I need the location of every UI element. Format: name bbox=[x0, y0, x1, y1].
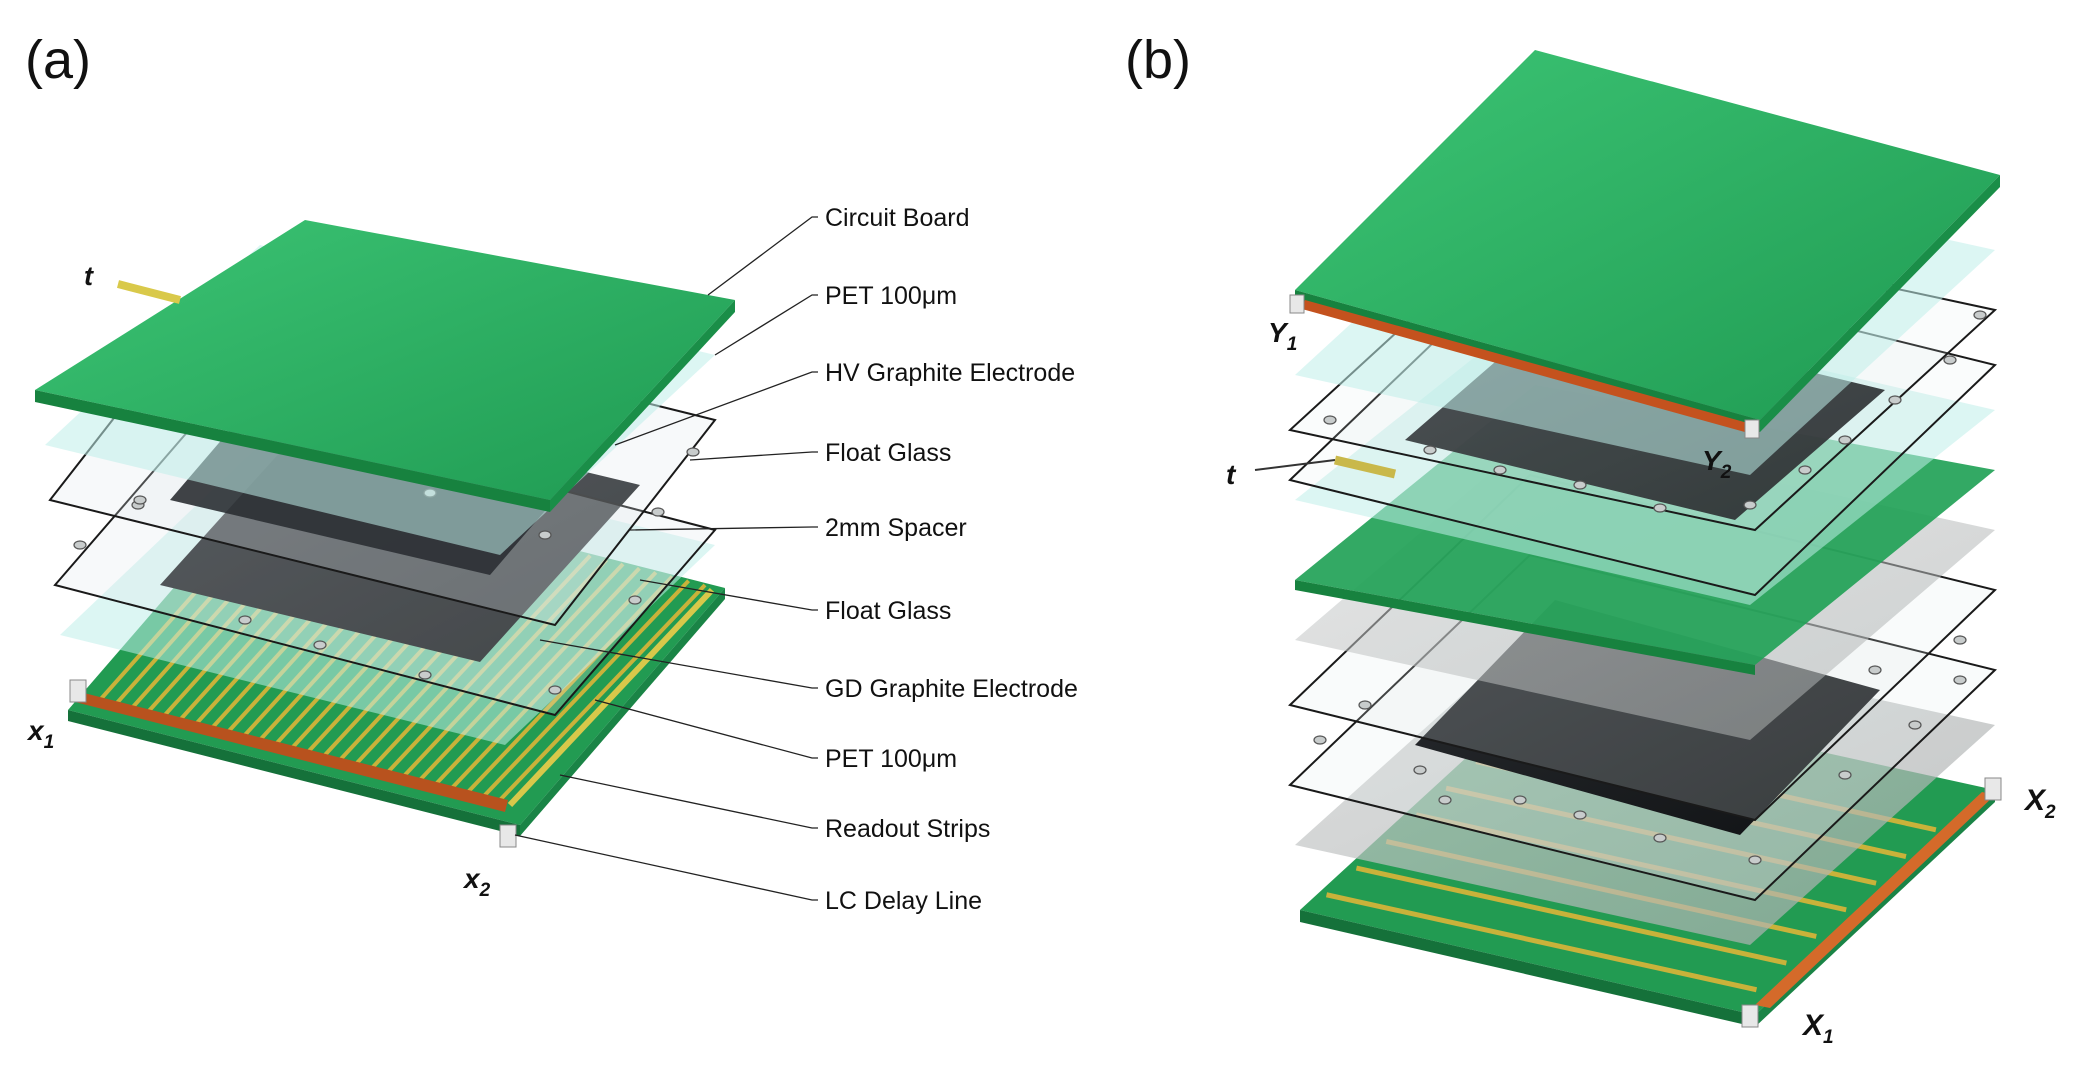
panel-a-x1-label: x1 bbox=[26, 715, 54, 753]
panel-b-x1-label: X1 bbox=[1801, 1009, 1834, 1048]
panel-a-lc-delay-line bbox=[75, 692, 508, 812]
spacer-dot bbox=[1493, 465, 1507, 475]
panel-b-y2-connector bbox=[1744, 419, 1760, 439]
panel-b-label: (b) bbox=[1125, 30, 1191, 90]
panel-a-circuit-board bbox=[35, 220, 735, 512]
callout-readout-strips: Readout Strips bbox=[825, 815, 990, 843]
panel-a-callouts: Circuit Board PET 100μm HV Graphite Elec… bbox=[514, 204, 1078, 915]
readout-strip bbox=[1325, 892, 1758, 993]
panel-b-x1-connector bbox=[1741, 1004, 1759, 1028]
panel-b-y1-connector bbox=[1289, 294, 1305, 314]
callout-pet-lower: PET 100μm bbox=[825, 745, 957, 773]
spacer-dot bbox=[1953, 675, 1967, 685]
spacer-dot bbox=[133, 495, 147, 505]
spacer-dot bbox=[1513, 795, 1527, 805]
spacer-dot bbox=[1413, 765, 1427, 775]
readout-strip bbox=[498, 583, 707, 802]
panel-b-x2-label: X2 bbox=[2023, 784, 2056, 823]
callout-circuit-board: Circuit Board bbox=[825, 204, 970, 232]
panel-b-top-board bbox=[1289, 50, 2000, 439]
panel-b-t-wire-lead bbox=[1254, 459, 1336, 471]
spacer-dot bbox=[1838, 435, 1852, 445]
spacer-dot bbox=[1748, 855, 1762, 865]
spacer-dot bbox=[1743, 500, 1757, 510]
panel-a-t-wire bbox=[117, 280, 181, 304]
spacer-dot bbox=[418, 670, 432, 680]
panel-a-x2-label: x2 bbox=[462, 863, 491, 901]
panel-b-t-wire bbox=[1333, 455, 1397, 479]
spacer-dot bbox=[1888, 395, 1902, 405]
spacer-dot bbox=[1573, 810, 1587, 820]
panel-a: (a) t bbox=[25, 30, 1078, 915]
spacer-dot bbox=[538, 530, 552, 540]
spacer-dot bbox=[1973, 310, 1987, 320]
readout-strip bbox=[482, 579, 691, 798]
spacer-dot bbox=[1653, 503, 1667, 513]
panel-b-spacers bbox=[1313, 283, 1987, 865]
spacer-dot bbox=[1653, 833, 1667, 843]
spacer-dot bbox=[1798, 465, 1812, 475]
spacer-dot bbox=[651, 507, 665, 517]
spacer-dot bbox=[1953, 635, 1967, 645]
callout-hv-graphite-electrode: HV Graphite Electrode bbox=[825, 359, 1075, 387]
spacer-dot bbox=[628, 595, 642, 605]
spacer-dot bbox=[1838, 770, 1852, 780]
spacer-dot bbox=[313, 640, 327, 650]
spacer-dot bbox=[1573, 480, 1587, 490]
panel-b-x2-connector bbox=[1984, 777, 2002, 801]
panel-b-y2-label: Y2 bbox=[1702, 445, 1732, 483]
spacer-dot bbox=[1438, 795, 1452, 805]
panel-b: (b) bbox=[1125, 30, 2056, 1048]
panel-a-t-label: t bbox=[84, 261, 94, 291]
spacer-dot bbox=[1423, 445, 1437, 455]
callout-pet-upper: PET 100μm bbox=[825, 282, 957, 310]
spacer-dot bbox=[1943, 355, 1957, 365]
spacer-dot bbox=[1323, 415, 1337, 425]
panel-b-t-label: t bbox=[1226, 459, 1237, 490]
spacer-dot bbox=[238, 615, 252, 625]
spacer-dot bbox=[686, 447, 700, 457]
panel-b-y-delay-line bbox=[1302, 300, 1755, 434]
callout-float-glass-upper: Float Glass bbox=[825, 439, 951, 467]
readout-strip-edge bbox=[507, 587, 715, 808]
spacer-dot bbox=[1868, 665, 1882, 675]
spacer-dot bbox=[1358, 700, 1372, 710]
callout-2mm-spacer: 2mm Spacer bbox=[825, 514, 967, 542]
readout-strip bbox=[1355, 865, 1787, 966]
panel-a-x1-connector bbox=[69, 679, 87, 703]
spacer-dot bbox=[1313, 735, 1327, 745]
spacer-dot bbox=[1908, 720, 1922, 730]
panel-b-x-delay-line bbox=[1755, 792, 1995, 1008]
panel-b-y1-label: Y1 bbox=[1268, 317, 1297, 355]
callout-lc-delay-line: LC Delay Line bbox=[825, 887, 982, 915]
spacer-dot bbox=[73, 540, 87, 550]
panel-a-x2-connector bbox=[499, 824, 517, 848]
spacer-dot bbox=[548, 685, 562, 695]
callout-gd-graphite-electrode: GD Graphite Electrode bbox=[825, 675, 1078, 703]
callout-float-glass-lower: Float Glass bbox=[825, 597, 951, 625]
panel-a-label: (a) bbox=[25, 30, 91, 90]
